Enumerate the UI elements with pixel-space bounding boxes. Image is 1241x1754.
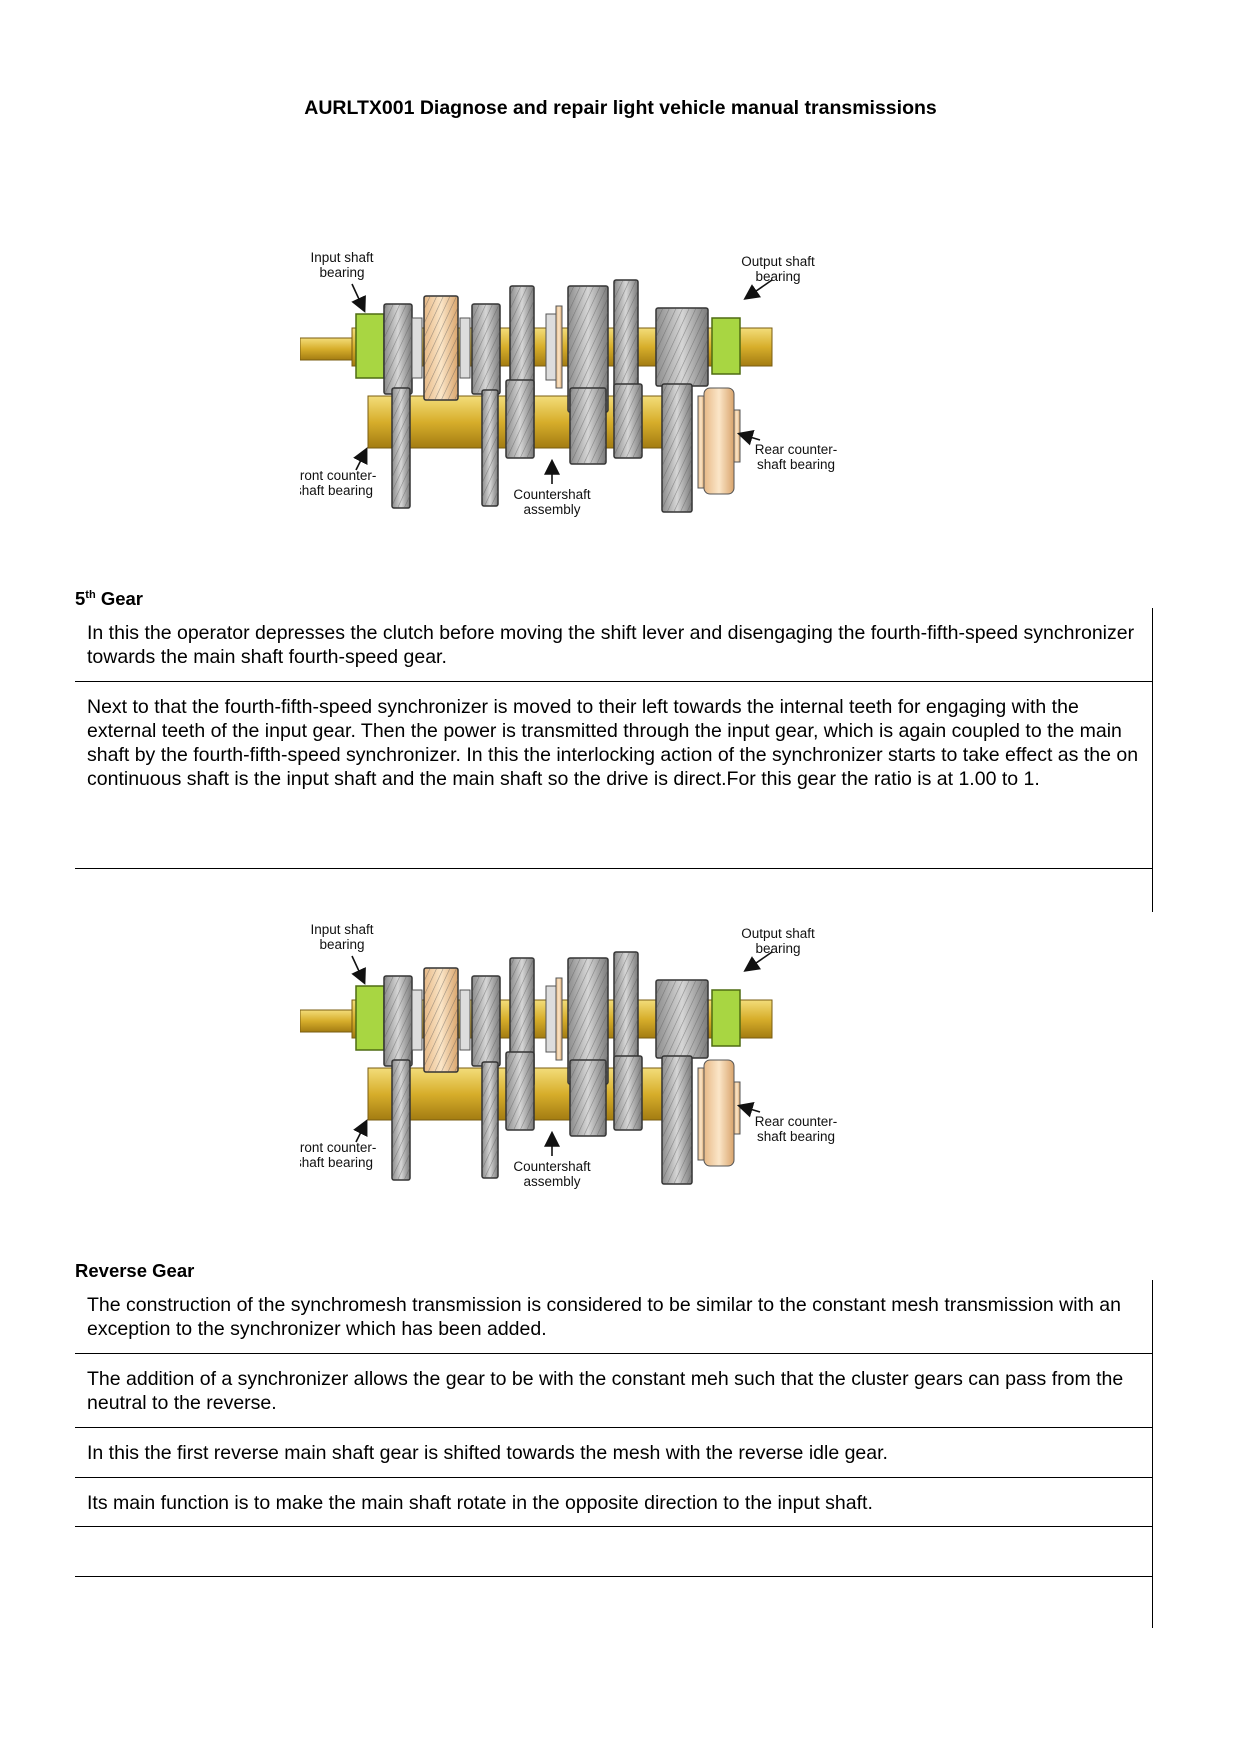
synchronizer-sleeve	[423, 295, 459, 401]
pointer-arrow	[736, 430, 761, 446]
synchro-hub	[459, 317, 471, 379]
counter-gear	[481, 389, 499, 507]
synchro-hub	[459, 989, 471, 1051]
row-text: The addition of a synchronizer allows th…	[87, 1368, 1124, 1414]
section-heading-5th-gear: 5th Gear	[75, 588, 143, 609]
rear-counter-bearing	[733, 1081, 741, 1135]
synchro-hub	[411, 989, 423, 1051]
output-gear	[655, 307, 709, 387]
pointer-arrow	[351, 955, 366, 985]
counter-gear	[391, 387, 411, 509]
pointer-arrow	[743, 951, 773, 972]
table-row: Its main function is to make the main sh…	[75, 1478, 1153, 1527]
content-table-reverse-gear: The construction of the synchromesh tran…	[75, 1280, 1153, 1628]
synchro-hub	[411, 317, 423, 379]
row-text: Its main function is to make the main sh…	[87, 1492, 873, 1514]
counter-gear	[661, 1055, 693, 1185]
input-bearing	[355, 313, 385, 379]
counter-gear	[505, 1051, 535, 1131]
rear-counter-bearing	[703, 387, 735, 495]
front-bearing-label: Front counter-shaft bearing	[300, 1140, 376, 1170]
row-text: The construction of the synchromesh tran…	[87, 1294, 1121, 1340]
row-divider	[75, 1477, 1153, 1478]
table-right-border	[1152, 608, 1153, 912]
row-divider	[75, 1576, 1153, 1577]
synchro-hub	[545, 313, 557, 381]
input-gear	[383, 975, 413, 1067]
front-bearing-label: Front counter-shaft bearing	[300, 468, 376, 498]
counter-gear	[569, 387, 607, 465]
page-title: AURLTX001 Diagnose and repair light vehi…	[304, 97, 937, 119]
main-gear	[471, 303, 501, 395]
table-row: In this the first reverse main shaft gea…	[75, 1428, 1153, 1478]
row-divider	[75, 1353, 1153, 1354]
section-heading-reverse-gear: Reverse Gear	[75, 1260, 195, 1281]
pointer-arrow	[353, 447, 368, 471]
content-table-5th-gear: In this the operator depresses the clutc…	[75, 608, 1153, 912]
pointer-arrow	[736, 1102, 761, 1118]
row-divider	[75, 868, 1153, 869]
counter-gear	[391, 1059, 411, 1181]
table-right-border	[1152, 1280, 1153, 1628]
row-text: Next to that the fourth-fifth-speed sync…	[87, 696, 1139, 790]
rear-counter-bearing	[697, 1067, 705, 1161]
table-row: The construction of the synchromesh tran…	[75, 1280, 1153, 1354]
row-text: In this the first reverse main shaft gea…	[87, 1442, 888, 1464]
output-bearing	[711, 989, 741, 1047]
row-divider	[75, 681, 1153, 682]
rear-bearing-label: Rear counter-shaft bearing	[755, 442, 838, 472]
rear-counter-bearing	[697, 395, 705, 489]
row-text: In this the operator depresses the clutc…	[87, 622, 1135, 668]
output-bearing	[711, 317, 741, 375]
table-row: Next to that the fourth-fifth-speed sync…	[75, 682, 1153, 869]
counter-gear	[481, 1061, 499, 1179]
row-divider	[75, 1427, 1153, 1428]
counter-gear	[661, 383, 693, 513]
pointer-arrow	[351, 283, 366, 313]
synchronizer-sleeve	[423, 967, 459, 1073]
row-divider	[75, 1526, 1153, 1527]
input-bearing	[355, 985, 385, 1051]
input-gear	[383, 303, 413, 395]
input-shaft	[300, 337, 359, 361]
rear-bearing-label: Rear counter-shaft bearing	[755, 1114, 838, 1144]
counter-gear	[613, 383, 643, 459]
rear-counter-bearing	[733, 409, 741, 463]
synchro-ring	[555, 977, 563, 1061]
table-row	[75, 1527, 1153, 1577]
synchro-hub	[545, 985, 557, 1053]
main-gear	[471, 975, 501, 1067]
synchro-ring	[555, 305, 563, 389]
pointer-arrow	[353, 1119, 368, 1143]
output-gear	[655, 979, 709, 1059]
input-shaft	[300, 1009, 359, 1033]
table-row: The addition of a synchronizer allows th…	[75, 1354, 1153, 1428]
counter-gear	[505, 379, 535, 459]
counter-gear	[613, 1055, 643, 1131]
counter-gear	[569, 1059, 607, 1137]
table-row: In this the operator depresses the clutc…	[75, 608, 1153, 682]
pointer-arrow	[743, 279, 773, 300]
rear-counter-bearing	[703, 1059, 735, 1167]
